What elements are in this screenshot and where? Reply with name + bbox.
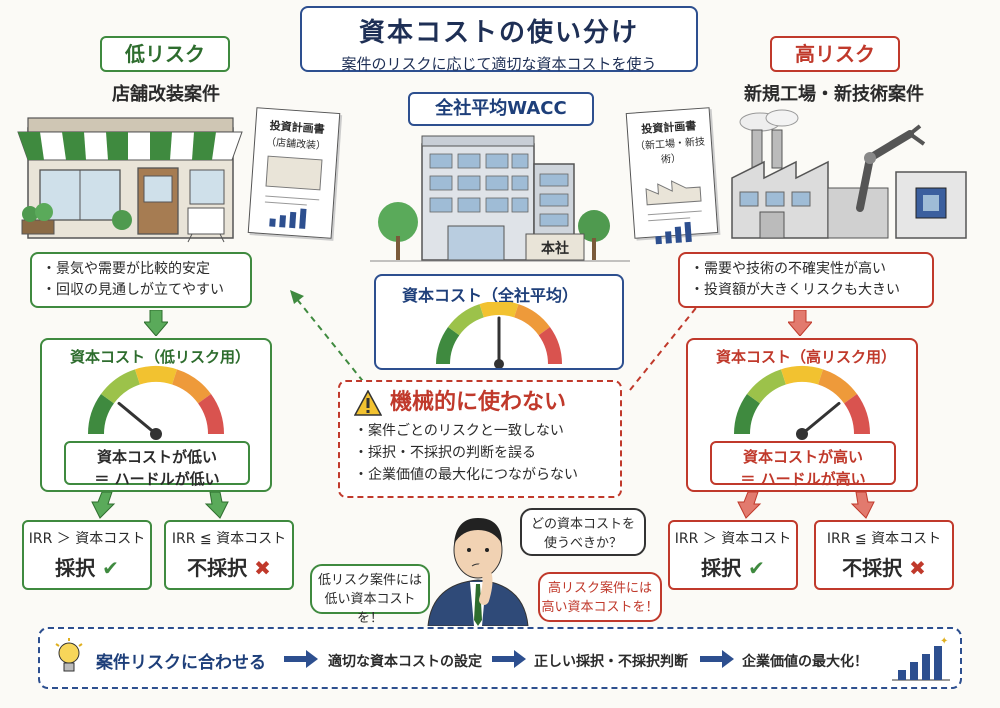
gauge-segment	[513, 304, 550, 336]
gauge-segment	[100, 369, 141, 404]
title-box: 資本コストの使い分け 案件のリスクに応じて適切な資本コストを使う	[300, 6, 698, 73]
warning-bullet-3: ・企業価値の最大化につながらない	[354, 467, 578, 483]
low-advice-line1: 低リスク案件には	[317, 573, 422, 588]
high-advice-line1: 高リスク案件には	[547, 581, 652, 596]
gauge-segment	[479, 302, 519, 318]
high-bullet-1: ・需要や技術の不確実性が高い	[690, 261, 886, 277]
high-reject-box: IRR ≦ 資本コスト 不採択 ✖	[814, 520, 954, 590]
thought-line2: 使うべきか？	[543, 536, 622, 551]
low-accept-box: IRR ＞ 資本コスト 採択 ✔	[22, 520, 152, 590]
low-advice-line2: 低い資本コストを！	[324, 592, 416, 626]
high-hurdle-box: 資本コストが高い ＝ ハードルが高い	[710, 441, 896, 488]
gauge-segment	[171, 369, 212, 404]
high-reject-condition: IRR ≦ 資本コスト	[826, 531, 942, 547]
growth-chart-icon: ✦	[892, 636, 950, 681]
high-gauge	[734, 366, 870, 440]
wacc-tag: 全社平均WACC	[408, 92, 594, 126]
low-doc-chart-icon	[264, 155, 323, 229]
high-doc-chart-icon	[645, 180, 702, 245]
gauge-segment	[134, 366, 178, 385]
thought-line1: どの資本コストを	[530, 517, 635, 532]
high-doc-subtitle: （新工場・新技術）	[634, 136, 706, 166]
hq-sign: 本社	[541, 241, 569, 257]
left-dashed-arrow-icon	[290, 290, 371, 391]
warning-title: 機械的に使わない	[390, 390, 567, 415]
high-accept-box: IRR ＞ 資本コスト 採択 ✔	[668, 520, 798, 590]
gauge-segment	[746, 369, 787, 404]
high-panel-title: 資本コスト（高リスク用）	[716, 348, 897, 366]
check-icon: ✔	[102, 556, 119, 580]
high-reject-label: 不採択	[842, 556, 903, 580]
gauge-segment	[448, 304, 485, 336]
gauge-segment	[88, 394, 115, 435]
check-icon: ✔	[748, 556, 765, 580]
center-gauge	[436, 302, 562, 368]
low-reject-label: 不採択	[187, 556, 248, 580]
high-accept-label: 採択	[701, 556, 742, 580]
low-accept-condition: IRR ＞ 資本コスト	[28, 531, 146, 547]
flow-step-1: 案件リスクに合わせる	[96, 653, 266, 673]
low-advice-bubble: 低リスク案件には 低い資本コストを！	[310, 564, 430, 626]
low-hurdle-box: 資本コストが低い ＝ ハードルが低い	[64, 441, 250, 488]
low-gauge	[88, 366, 224, 440]
gauge-segment	[436, 326, 460, 365]
lightbulb-icon	[55, 638, 83, 672]
low-decision-arrows	[91, 492, 229, 519]
warning-icon	[354, 390, 382, 416]
high-accept-condition: IRR ＞ 資本コスト	[674, 531, 792, 547]
gauge-segment	[197, 394, 224, 435]
gauge-segment	[780, 366, 824, 385]
low-panel-title: 資本コスト（低リスク用）	[70, 348, 251, 366]
low-investment-plan-doc: 投資計画書 （店舗改装）	[247, 107, 341, 239]
high-investment-plan-doc: 投資計画書 （新工場・新技術）	[625, 107, 719, 245]
thought-bubble: どの資本コストを 使うべきか？	[520, 508, 646, 556]
center-panel-title: 資本コスト（全社平均）	[402, 286, 579, 305]
businessman-illustration	[427, 518, 529, 626]
high-hurdle-line2: ＝ ハードルが高い	[740, 470, 866, 488]
low-reject-box: IRR ≦ 資本コスト 不採択 ✖	[164, 520, 294, 590]
low-reject-condition: IRR ≦ 資本コスト	[171, 531, 287, 547]
warning-bullet-2: ・採択・不採択の判断を誤る	[354, 445, 536, 461]
high-arrow-down-icon	[788, 310, 812, 336]
flow-arrow-icon	[492, 650, 526, 668]
flow-arrow-icon	[700, 650, 734, 668]
low-risk-tag: 低リスク	[100, 36, 230, 72]
flow-step-3: 正しい採択・不採択判断	[534, 654, 688, 670]
cross-icon: ✖	[909, 556, 926, 580]
low-arrow-down-icon	[144, 310, 168, 336]
page-subtitle: 案件のリスクに応じて適切な資本コストを使う	[341, 55, 657, 73]
flow-arrow-icon	[284, 650, 318, 668]
high-advice-line2: 高い資本コストを！	[541, 600, 659, 615]
gauge-segment	[843, 394, 870, 435]
gauge-segment	[817, 369, 858, 404]
svg-text:✦: ✦	[940, 636, 948, 647]
warning-box: 機械的に使わない ・案件ごとのリスクと一致しない ・採択・不採択の判断を誤る ・…	[338, 380, 622, 498]
warning-bullet-1: ・案件ごとのリスクと一致しない	[354, 423, 564, 439]
low-hurdle-line1: 資本コストが低い	[96, 448, 217, 466]
low-bullet-2: ・回収の見通しが立てやすい	[42, 282, 224, 298]
low-accept-label: 採択	[55, 556, 96, 580]
cross-icon: ✖	[254, 556, 271, 580]
high-decision-arrows	[737, 492, 875, 519]
gauge-segment	[734, 394, 761, 435]
high-bullet-2: ・投資額が大きくリスクも大きい	[690, 282, 900, 298]
flow-step-4: 企業価値の最大化！	[742, 654, 868, 670]
high-hurdle-line1: 資本コストが高い	[742, 448, 863, 466]
high-advice-bubble: 高リスク案件には 高い資本コストを！	[538, 572, 662, 622]
low-risk-case-title: 店舗改装案件	[112, 84, 220, 105]
low-hurdle-line2: ＝ ハードルが低い	[94, 470, 220, 488]
headquarters-illustration	[370, 135, 630, 262]
page-title: 資本コストの使い分け	[358, 18, 639, 48]
high-risk-case-title: 新規工場・新技術案件	[744, 84, 924, 105]
high-risk-tag: 高リスク	[770, 36, 900, 72]
gauge-segment	[538, 326, 562, 365]
store-illustration	[17, 117, 243, 243]
high-risk-characteristics: ・需要や技術の不確実性が高い ・投資額が大きくリスクも大きい	[678, 252, 934, 308]
low-bullet-1: ・景気や需要が比較的安定	[42, 261, 210, 277]
high-gauge-needle	[800, 401, 841, 436]
factory-illustration	[731, 109, 967, 239]
low-gauge-needle	[117, 401, 158, 436]
flow-step-2: 適切な資本コストの設定	[328, 654, 482, 670]
low-risk-characteristics: ・景気や需要が比較的安定 ・回収の見通しが立てやすい	[30, 252, 252, 308]
